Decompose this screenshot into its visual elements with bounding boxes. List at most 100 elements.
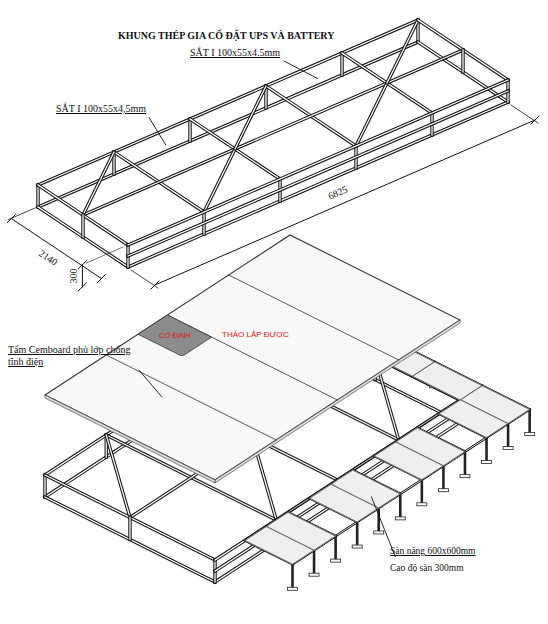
cemboard-edge — [45, 395, 215, 483]
pedestal-base — [525, 432, 535, 435]
dimension-label: 300 — [67, 269, 79, 284]
dimension-tick — [531, 116, 539, 124]
floor-tile — [396, 428, 465, 466]
pedestal-base — [503, 446, 513, 449]
dimension-line — [11, 219, 101, 279]
steel-beam — [129, 518, 130, 540]
steel-beam — [128, 518, 131, 540]
steel-beam — [128, 91, 508, 256]
steel-beam — [128, 80, 508, 245]
dimension-label: 2140 — [36, 247, 59, 268]
steel-beam — [189, 119, 190, 141]
pedestal-base — [395, 517, 405, 520]
cemboard-edge — [215, 320, 460, 483]
steel-beam — [36, 185, 39, 207]
pedestal-base — [460, 475, 470, 478]
floor-pedestal — [334, 538, 337, 560]
pedestal-base — [287, 587, 297, 590]
floor-pedestal — [464, 454, 467, 476]
steel-beam — [83, 50, 463, 215]
pedestal-base — [352, 545, 362, 548]
steel-beam — [235, 86, 266, 149]
steel-beam — [106, 435, 130, 518]
steel-beam — [387, 20, 418, 83]
steel-beam — [37, 185, 38, 207]
floor-pedestal — [528, 411, 531, 433]
extension-line — [511, 105, 538, 123]
dimension-line — [155, 120, 535, 285]
steel-beam — [341, 53, 342, 75]
floor-callout: Cao độ sàn 300mm — [390, 563, 464, 574]
pedestal-base — [438, 489, 448, 492]
steel-beam — [340, 53, 343, 75]
steel-beam — [38, 185, 128, 245]
fixed-panel: CỐ ĐỊNH — [138, 315, 212, 356]
floor-pedestal — [421, 482, 424, 504]
beam-callout: SẮT I 100x55x4.5mm — [190, 47, 280, 59]
floor-pedestal — [356, 524, 359, 546]
steel-beam — [461, 50, 464, 72]
steel-beam — [418, 20, 508, 80]
dimension-tick — [97, 275, 105, 283]
steel-beam — [188, 119, 191, 141]
leader-line — [149, 118, 165, 145]
leader-line — [284, 61, 318, 79]
steel-beam — [38, 185, 128, 245]
beam-callout: SẮT I 100x55x4,5mm — [56, 103, 146, 115]
steel-beam — [45, 497, 215, 582]
panel-label: CỐ ĐỊNH — [138, 315, 212, 356]
floor-pedestal — [313, 552, 316, 574]
dimension-tick — [151, 281, 159, 289]
floor-pedestal — [485, 440, 488, 462]
pedestal-base — [309, 573, 319, 576]
steel-beam — [83, 152, 114, 215]
dimension-tick — [78, 261, 86, 269]
pedestal-base — [482, 461, 492, 464]
extension-line — [86, 247, 123, 263]
steel-beam — [204, 149, 235, 212]
steel-beam — [83, 152, 114, 215]
steel-beam — [43, 475, 46, 497]
steel-beam — [82, 215, 83, 237]
steel-beam — [128, 80, 508, 245]
floor-pedestal — [507, 425, 510, 447]
steel-beam — [462, 50, 463, 72]
steel-beam — [128, 102, 508, 267]
steel-beam — [81, 215, 84, 237]
floor-callout: Sàn nâng 600x600mm — [390, 546, 476, 557]
steel-beam — [45, 475, 215, 560]
floor-pedestal — [442, 468, 445, 490]
removable-note: THÁO LẮP ĐƯỢC — [222, 330, 289, 340]
steel-beam — [83, 50, 463, 215]
steel-beam — [418, 20, 508, 80]
pedestal-base — [331, 559, 341, 562]
floor-tile — [331, 470, 400, 508]
steel-beam — [356, 83, 387, 146]
leader-line — [139, 371, 162, 397]
steel-beam — [128, 91, 508, 256]
steel-beam — [387, 20, 418, 83]
floor-tile — [266, 512, 335, 550]
panel-fill — [138, 315, 212, 356]
dimension-tick — [7, 215, 15, 223]
drawing-title: KHUNG THÉP GIA CỐ ĐẶT UPS VÀ BATTERY — [118, 30, 334, 42]
steel-beam — [45, 497, 215, 582]
pedestal-base — [417, 503, 427, 506]
steel-beam — [45, 475, 215, 560]
steel-beam — [128, 102, 508, 267]
steel-beam — [106, 435, 130, 518]
dimension-line — [82, 265, 83, 287]
steel-beam — [356, 83, 387, 146]
floor-pedestal — [399, 496, 402, 518]
steel-beam — [204, 149, 235, 212]
floor-pedestal — [291, 566, 294, 588]
illustration-group — [7, 20, 539, 590]
steel-beam — [235, 86, 266, 149]
cemboard-sheet — [45, 235, 460, 480]
panel-joint — [106, 355, 276, 440]
panel-joint — [229, 275, 399, 360]
steel-beam — [44, 475, 45, 497]
pedestal-base — [374, 531, 384, 534]
dimension-tick — [78, 283, 86, 291]
